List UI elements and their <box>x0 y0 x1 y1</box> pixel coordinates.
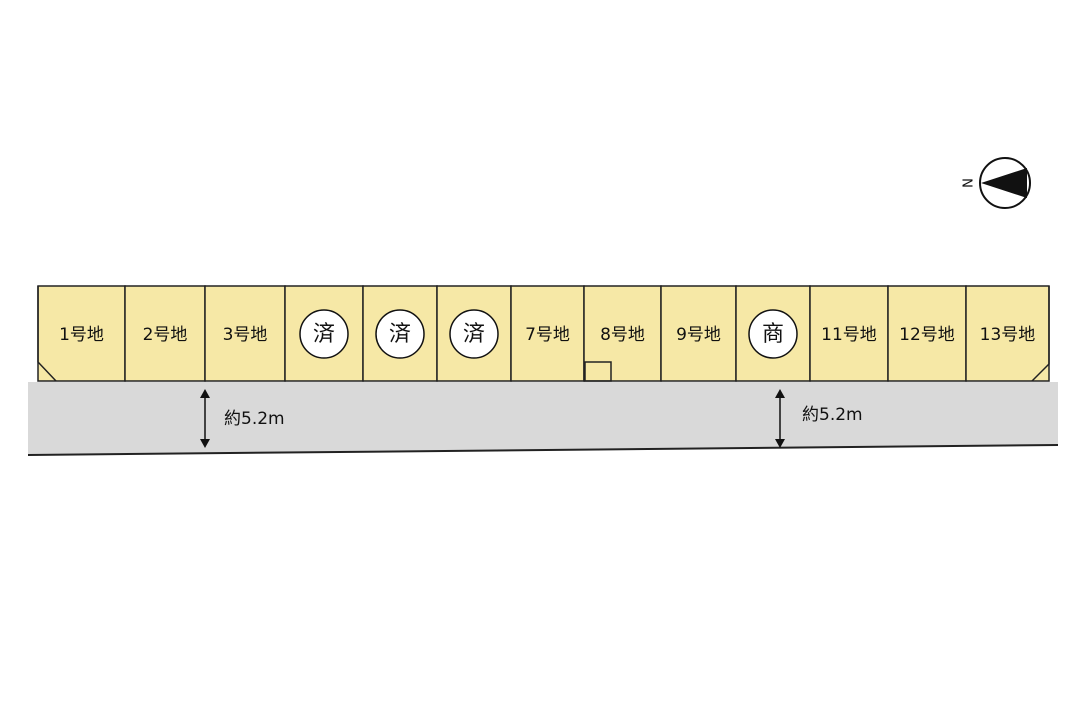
lot-number-label: 12号地 <box>899 325 955 345</box>
lot: 商 <box>735 285 811 382</box>
road-width-label: 約5.2m <box>224 409 285 429</box>
lot-parcel <box>124 285 206 382</box>
road-width-label: 約5.2m <box>802 405 863 425</box>
lot-number-label: 13号地 <box>980 325 1036 345</box>
road-edge-bottom <box>27 444 1059 456</box>
lot-number-label: 9号地 <box>676 325 721 345</box>
lot: 9号地 <box>660 285 737 382</box>
lot-parcel <box>204 285 286 382</box>
lot-status-label: 商 <box>762 322 784 347</box>
lot: 13号地 <box>965 285 1050 382</box>
lot-status-circle <box>748 309 798 359</box>
lot-number-label: 1号地 <box>59 325 104 345</box>
lot-parcel <box>965 285 1050 382</box>
lot: 2号地 <box>124 285 206 382</box>
lot-status-label: 済 <box>313 322 335 347</box>
lot-parcel <box>510 285 585 382</box>
road <box>28 382 1058 455</box>
lot: 11号地 <box>809 285 889 382</box>
lot-number-label: 7号地 <box>525 325 570 345</box>
lot-parcel <box>583 285 662 382</box>
utility-box-marker <box>584 361 612 382</box>
lot-parcel <box>660 285 737 382</box>
lot: 済 <box>362 285 438 382</box>
lot-number-label: 8号地 <box>600 325 645 345</box>
lot: 済 <box>436 285 512 382</box>
corner-cut-left <box>37 286 57 382</box>
lot-status-label: 済 <box>389 322 411 347</box>
lot: 1号地 <box>37 285 126 382</box>
corner-cut-right <box>1031 286 1050 382</box>
compass: N <box>962 157 1031 209</box>
lot-row: 1号地 2号地 3号地 済 済 済 7号地 8号地 9号地 商 11号地 12号地 13号地 <box>37 285 1050 382</box>
lot: 済 <box>284 285 364 382</box>
road-width-dimension-left: 約5.2m <box>200 389 285 448</box>
lot-status-circle <box>375 309 425 359</box>
lot-number-label: 11号地 <box>821 325 877 345</box>
north-arrow-pointer <box>981 168 1027 198</box>
lot: 7号地 <box>510 285 585 382</box>
lot-status-label: 済 <box>463 322 485 347</box>
compass-north-label: N <box>962 178 977 188</box>
road-width-dimension-right: 約5.2m <box>775 389 863 448</box>
lot-parcel <box>809 285 889 382</box>
lot-status-circle <box>449 309 499 359</box>
lot-number-label: 2号地 <box>143 325 188 345</box>
lot-number-label: 3号地 <box>223 325 268 345</box>
lot: 3号地 <box>204 285 286 382</box>
lot-status-circle <box>299 309 349 359</box>
lot: 12号地 <box>887 285 967 382</box>
lot: 8号地 <box>583 285 662 382</box>
